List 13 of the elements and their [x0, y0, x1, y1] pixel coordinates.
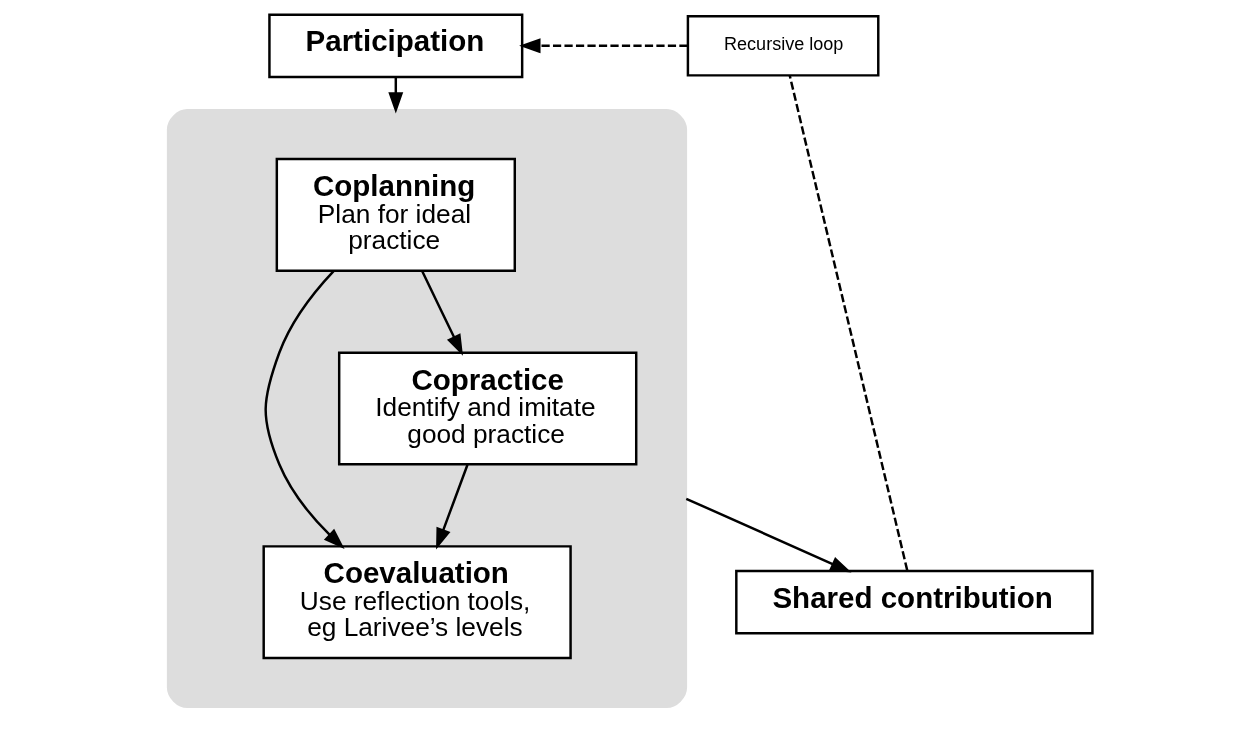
node-box: Recursive loop: [686, 15, 880, 77]
node-box: Coplanning Plan for ideal practice: [275, 157, 516, 272]
cluster: [166, 109, 688, 709]
node-box: Participation: [268, 13, 524, 79]
arrow: [264, 269, 345, 549]
arrow: [519, 38, 688, 54]
node-box: Shared contribution: [735, 569, 1094, 635]
node-box: Coevaluation Use reflection tools, eg Larivee’s levels: [262, 545, 572, 660]
arrow: [685, 497, 852, 573]
connector: [788, 75, 909, 571]
node-box: Copractice Identify and imitate good practice: [337, 351, 638, 466]
arrow: [421, 270, 463, 356]
arrow: [436, 464, 469, 550]
